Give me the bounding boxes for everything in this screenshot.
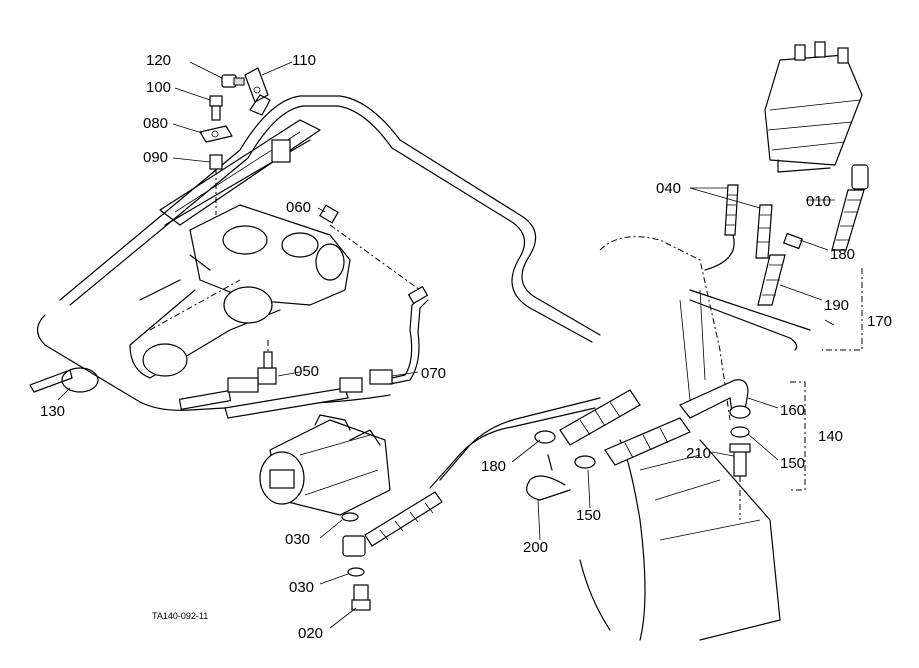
label-090: 090 bbox=[143, 149, 168, 166]
hose-010 bbox=[831, 164, 869, 251]
clamp-110 bbox=[244, 67, 269, 103]
clamp-180-upper bbox=[783, 232, 803, 250]
label-160: 160 bbox=[780, 402, 805, 419]
hose-160 bbox=[679, 379, 751, 419]
label-110: 110 bbox=[292, 52, 316, 69]
group-bracket-140 bbox=[790, 381, 806, 491]
clamp-150-left bbox=[574, 455, 596, 469]
label-170: 170 bbox=[867, 313, 892, 330]
label-190: 190 bbox=[824, 297, 849, 314]
label-050: 050 bbox=[294, 363, 319, 380]
bolt-120 bbox=[221, 74, 245, 88]
leader-lines bbox=[57, 61, 835, 629]
label-100: 100 bbox=[146, 79, 171, 96]
transmission-housing bbox=[579, 236, 781, 641]
bolt-020 bbox=[351, 584, 371, 611]
label-210: 210 bbox=[686, 445, 711, 462]
hose-band-130 bbox=[29, 367, 99, 393]
label-030-upper: 030 bbox=[285, 531, 310, 548]
label-120: 120 bbox=[146, 52, 171, 69]
hose-to-pump bbox=[364, 491, 443, 547]
group-bracket-170 bbox=[822, 268, 863, 351]
valve-body bbox=[129, 204, 351, 379]
washer-030-lower bbox=[347, 567, 365, 577]
label-020: 020 bbox=[298, 625, 323, 642]
fitting-210 bbox=[729, 443, 751, 520]
label-180-upper: 180 bbox=[830, 246, 855, 263]
hose-190 bbox=[757, 254, 786, 306]
bracket-080 bbox=[199, 125, 233, 143]
hose-040 bbox=[704, 184, 773, 271]
label-130: 130 bbox=[40, 403, 65, 420]
hydraulic-pump bbox=[259, 414, 391, 516]
label-180-lower: 180 bbox=[481, 458, 506, 475]
drawing-code: TA140-092-11 bbox=[152, 611, 208, 621]
adapter-block bbox=[342, 535, 366, 557]
label-060: 060 bbox=[286, 199, 311, 216]
label-040: 040 bbox=[656, 180, 681, 197]
label-080: 080 bbox=[143, 115, 168, 132]
oil-filter bbox=[764, 41, 863, 173]
label-150-right: 150 bbox=[780, 455, 805, 472]
hose-middle bbox=[559, 389, 691, 466]
label-010: 010 bbox=[806, 193, 831, 210]
label-200: 200 bbox=[523, 539, 548, 556]
label-140: 140 bbox=[818, 428, 843, 445]
hose-200 bbox=[526, 454, 571, 501]
collar-090 bbox=[209, 154, 223, 215]
bolt-100 bbox=[209, 95, 223, 121]
label-030-lower: 030 bbox=[289, 579, 314, 596]
label-070: 070 bbox=[421, 365, 446, 382]
part-labels: 120 110 100 080 090 040 010 060 180 190 … bbox=[40, 52, 892, 642]
label-150-left: 150 bbox=[576, 507, 601, 524]
washer-030-upper bbox=[341, 512, 359, 522]
clamp-150-right bbox=[730, 426, 750, 438]
hose-assembly-upper bbox=[178, 285, 429, 419]
elbow-050 bbox=[257, 340, 277, 385]
main-pipe bbox=[36, 95, 811, 489]
mounting-plate bbox=[159, 94, 321, 226]
